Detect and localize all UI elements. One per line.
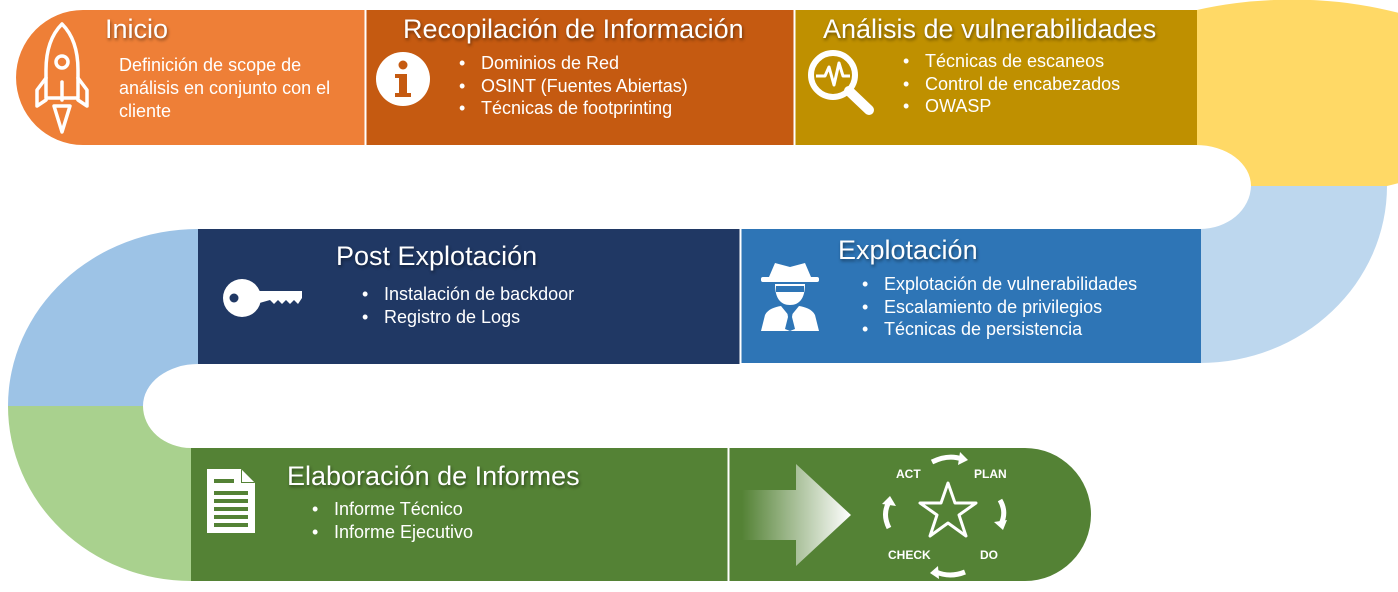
list-item: Instalación de backdoor [360, 283, 574, 306]
post-explotacion-title: Post Explotación [336, 241, 538, 271]
connector-left-bottom [8, 406, 191, 581]
pdca-check-label: CHECK [888, 548, 931, 562]
arrow-shape [742, 464, 851, 566]
list-item: Explotación de vulnerabilidades [860, 273, 1137, 296]
list-item: Registro de Logs [360, 306, 574, 329]
pdca-plan-label: PLAN [974, 467, 1007, 481]
recopilacion-title: Recopilación de Información [403, 14, 744, 44]
magnifier-pulse-icon [808, 50, 874, 115]
list-item: Control de encabezados [901, 73, 1120, 96]
informes-title: Elaboración de Informes [287, 461, 580, 491]
explotacion-list: Explotación de vulnerabilidades Escalami… [860, 273, 1137, 341]
informes-list: Informe Técnico Informe Ejecutivo [310, 498, 473, 543]
rocket-icon [35, 22, 89, 134]
inicio-title: Inicio [105, 14, 169, 44]
info-icon [376, 52, 430, 106]
list-item: OSINT (Fuentes Abiertas) [457, 75, 688, 98]
pdca-act-label: ACT [896, 467, 921, 481]
star-cycle-icon [882, 452, 1007, 579]
list-item: Técnicas de persistencia [860, 318, 1137, 341]
spy-icon [761, 263, 819, 331]
analisis-list: Técnicas de escaneos Control de encabeza… [901, 50, 1120, 118]
block-inicio-shape [16, 10, 365, 145]
pdca-do-label: DO [980, 548, 998, 562]
inicio-description: Definición de scope de análisis en conju… [119, 55, 331, 121]
list-item: Informe Ejecutivo [310, 521, 473, 544]
key-icon [223, 279, 302, 317]
connector-right-bottom [1200, 186, 1387, 363]
list-item: OWASP [901, 95, 1120, 118]
list-item: Técnicas de footprinting [457, 97, 688, 120]
list-item: Escalamiento de privilegios [860, 296, 1137, 319]
document-icon [207, 469, 255, 533]
list-item: Técnicas de escaneos [901, 50, 1120, 73]
analisis-title: Análisis de vulnerabilidades [823, 14, 1157, 44]
connector-left-top [8, 229, 198, 406]
list-item: Informe Técnico [310, 498, 473, 521]
list-item: Dominios de Red [457, 52, 688, 75]
block-pdca-shape [729, 448, 1091, 581]
explotacion-title: Explotación [838, 235, 978, 265]
recopilacion-list: Dominios de Red OSINT (Fuentes Abiertas)… [457, 52, 688, 120]
connector-right-top [1196, 0, 1398, 186]
post-explotacion-list: Instalación de backdoor Registro de Logs [360, 283, 574, 328]
